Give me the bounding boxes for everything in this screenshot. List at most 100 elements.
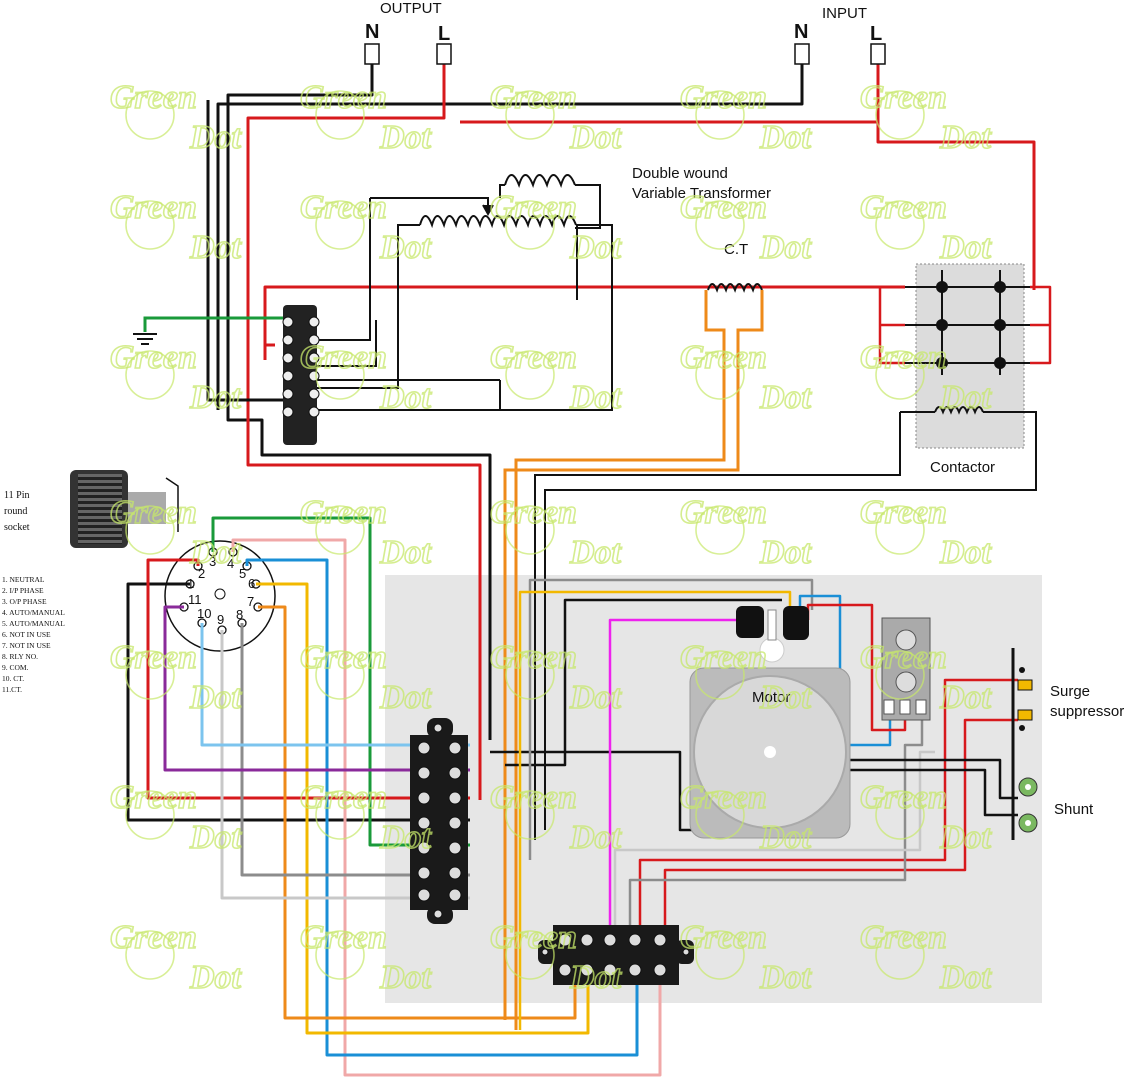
watermark-circle <box>125 790 175 840</box>
surge-shunt-rail <box>1011 648 1038 840</box>
watermark-word: Dot <box>759 119 813 156</box>
watermark-circle <box>315 200 365 250</box>
wire-pin4 <box>231 538 662 1077</box>
transformer-label-2: Variable Transformer <box>632 185 771 202</box>
watermark-word: Green <box>300 189 387 226</box>
terminal-block-top: OUTPUT INPUT N L N L <box>364 0 886 65</box>
socket-pin-diagram: 1 2 3 4 5 6 7 8 9 10 11 <box>164 540 276 652</box>
watermark-word: Green <box>860 919 947 956</box>
watermark-word: Dot <box>759 679 813 716</box>
watermark-word: Dot <box>379 119 433 156</box>
watermark-word: Dot <box>569 679 623 716</box>
watermark-circle <box>695 505 745 555</box>
watermark-green-dot: GreenDotGreenDotGreenDotGreenDotGreenDot… <box>109 78 993 997</box>
potentiometer-module <box>881 617 931 721</box>
wire-output-neutral <box>226 62 492 740</box>
watermark-word: Green <box>680 639 767 676</box>
watermark-circle <box>315 90 365 140</box>
watermark-circle <box>505 790 555 840</box>
wire-output-live <box>246 62 482 800</box>
watermark-word: Dot <box>379 229 433 266</box>
wire-pin1 <box>126 582 470 822</box>
wire-pin2 <box>146 558 470 800</box>
watermark-word: Dot <box>569 119 623 156</box>
pin-legend-1: 1. NEUTRAL <box>2 575 45 584</box>
watermark-word: Dot <box>939 959 993 996</box>
watermark-circle <box>505 505 555 555</box>
watermark-word: Green <box>300 79 387 116</box>
input-l-label: L <box>870 23 882 45</box>
output-l-label: L <box>438 23 450 45</box>
watermark-circle <box>695 350 745 400</box>
pin-label-1: 1 <box>187 576 194 591</box>
pin-legend: 1. NEUTRAL 2. I/P PHASE 3. O/P PHASE 4. … <box>2 575 65 694</box>
motor <box>689 606 851 839</box>
pin-legend-11: 11.CT. <box>2 685 22 694</box>
current-transformer <box>503 283 764 1030</box>
watermark-word: Dot <box>759 959 813 996</box>
watermark-word: Green <box>680 494 767 531</box>
watermark-circle <box>125 350 175 400</box>
transformer-secondary-coil <box>504 174 576 189</box>
watermark-circle <box>315 350 365 400</box>
watermark-word: Green <box>490 639 577 676</box>
round-socket-photo <box>70 470 179 548</box>
watermark-word: Dot <box>379 959 433 996</box>
socket-wires <box>126 516 662 1077</box>
pin-legend-6: 6. NOT IN USE <box>2 630 51 639</box>
watermark-circle <box>505 200 555 250</box>
watermark-word: Dot <box>569 819 623 856</box>
ground-symbol <box>133 316 290 345</box>
watermark-word: Dot <box>569 379 623 416</box>
surge-label-1: Surge <box>1050 683 1090 700</box>
watermark-word: Green <box>490 494 577 531</box>
watermark-word: Green <box>300 494 387 531</box>
watermark-word: Dot <box>759 229 813 266</box>
output-n-terminal[interactable] <box>364 43 380 65</box>
watermark-circle <box>125 930 175 980</box>
watermark-circle <box>125 505 175 555</box>
watermark-word: Green <box>110 79 197 116</box>
contactor-label: Contactor <box>930 459 995 476</box>
watermark-word: Green <box>490 919 577 956</box>
watermark-word: Dot <box>189 679 243 716</box>
transformer-label-1: Double wound <box>632 165 728 182</box>
input-n-terminal[interactable] <box>794 43 810 65</box>
watermark-circle <box>695 200 745 250</box>
watermark-word: Green <box>110 919 197 956</box>
watermark-word: Dot <box>189 534 243 571</box>
watermark-word: Dot <box>189 119 243 156</box>
input-l-terminal[interactable] <box>870 43 886 65</box>
pin-legend-10: 10. CT. <box>2 674 24 683</box>
output-l-terminal[interactable] <box>436 43 452 65</box>
output-title: OUTPUT <box>380 0 442 17</box>
watermark-word: Dot <box>759 819 813 856</box>
watermark-word: Dot <box>569 959 623 996</box>
watermark-word: Green <box>680 779 767 816</box>
watermark-word: Green <box>110 779 197 816</box>
socket-title-2: round <box>4 506 27 517</box>
bottom-terminal-block <box>538 925 694 985</box>
watermark-word: Green <box>490 339 577 376</box>
watermark-word: Green <box>680 189 767 226</box>
pin-label-6: 6 <box>248 576 255 591</box>
watermark-word: Green <box>860 79 947 116</box>
wire-pin3 <box>211 516 470 847</box>
watermark-word: Green <box>490 189 577 226</box>
pin-legend-9: 9. COM. <box>2 663 29 672</box>
watermark-circle <box>695 650 745 700</box>
watermark-word: Dot <box>189 819 243 856</box>
watermark-circle <box>875 650 925 700</box>
main-terminal-block <box>410 718 468 924</box>
pin-legend-3: 3. O/P PHASE <box>2 597 47 606</box>
wire-pin9 <box>220 630 470 900</box>
surge-suppressor-bottom <box>1017 709 1033 721</box>
watermark-word: Green <box>680 79 767 116</box>
pin-label-10: 10 <box>197 606 211 621</box>
socket-title-1: 11 Pin <box>4 490 29 501</box>
pin-legend-2: 2. I/P PHASE <box>2 586 44 595</box>
watermark-word: Green <box>680 919 767 956</box>
watermark-word: Dot <box>569 534 623 571</box>
watermark-circle <box>125 200 175 250</box>
watermark-word: Green <box>860 639 947 676</box>
